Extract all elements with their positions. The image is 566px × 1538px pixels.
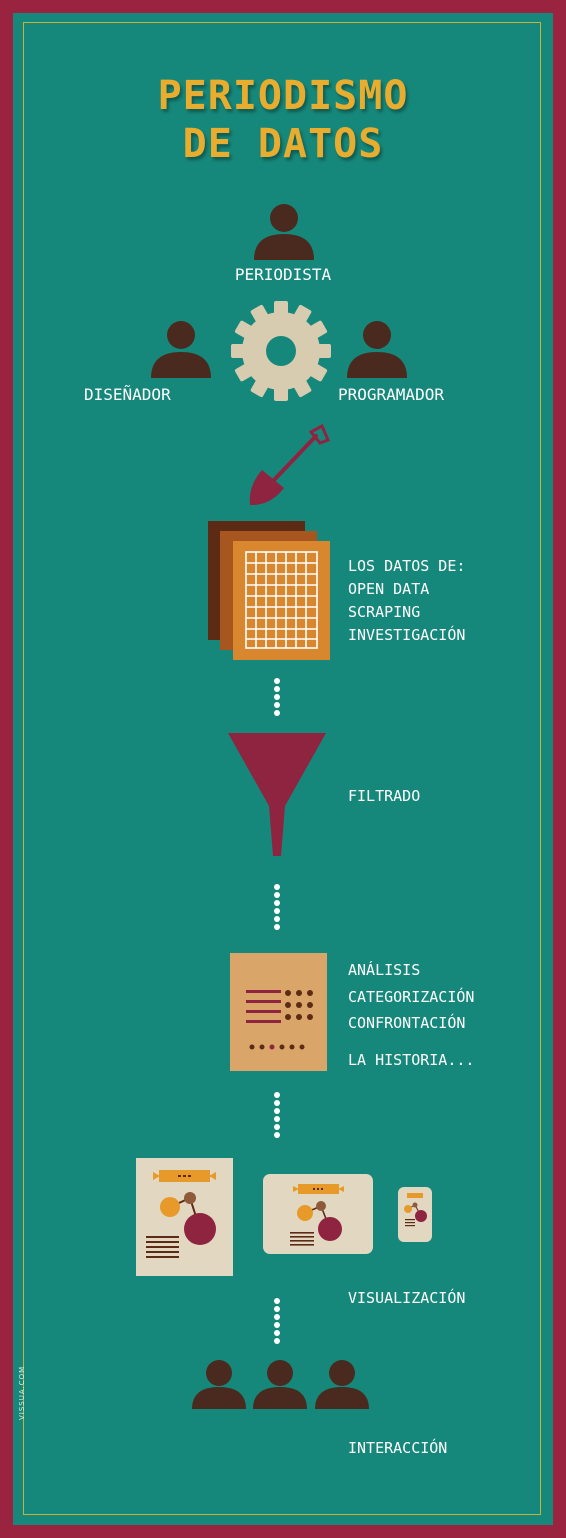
label-analisis-line-3: CONFRONTACIÓN <box>348 1014 466 1032</box>
label-datos-line-3: SCRAPING <box>348 603 421 621</box>
label-programador: PROGRAMADOR <box>338 385 444 404</box>
funnel-icon <box>228 733 326 856</box>
shovel-icon <box>249 423 330 506</box>
connector-dots <box>274 1092 280 1138</box>
label-datos-line-1: LOS DATOS DE: <box>348 557 466 575</box>
person-icon <box>347 321 407 378</box>
watermark: VISSUA.COM <box>18 1365 26 1420</box>
label-filtrado: FILTRADO <box>348 787 421 805</box>
connector-dots <box>274 1298 280 1344</box>
label-datos-line-4: INVESTIGACIÓN <box>348 626 466 644</box>
poster-icon <box>136 1158 233 1276</box>
phone-icon <box>398 1187 432 1242</box>
label-periodista: PERIODISTA <box>234 265 332 284</box>
label-visualizacion: VISUALIZACIÓN <box>348 1289 466 1307</box>
person-icon <box>151 321 211 378</box>
spreadsheet-icon <box>208 521 330 660</box>
gear-icon <box>231 301 331 401</box>
person-icon <box>254 204 314 260</box>
label-datos-line-2: OPEN DATA <box>348 580 430 598</box>
label-interaccion: INTERACCIÓN <box>348 1439 448 1457</box>
label-analisis-line-1: ANÁLISIS <box>348 961 421 979</box>
label-analisis-line-4: LA HISTORIA... <box>348 1051 475 1069</box>
connector-dots <box>274 884 280 930</box>
title-line-1: PERIODISMO <box>157 73 409 119</box>
report-icon <box>230 953 327 1071</box>
connector-dots <box>274 678 280 716</box>
label-disenador: DISEÑADOR <box>84 385 171 404</box>
title-line-2: DE DATOS <box>182 121 384 167</box>
label-analisis-line-2: CATEGORIZACIÓN <box>348 988 475 1006</box>
tablet-icon <box>263 1174 373 1254</box>
inner-border <box>23 22 541 1515</box>
audience-icon <box>192 1360 369 1409</box>
